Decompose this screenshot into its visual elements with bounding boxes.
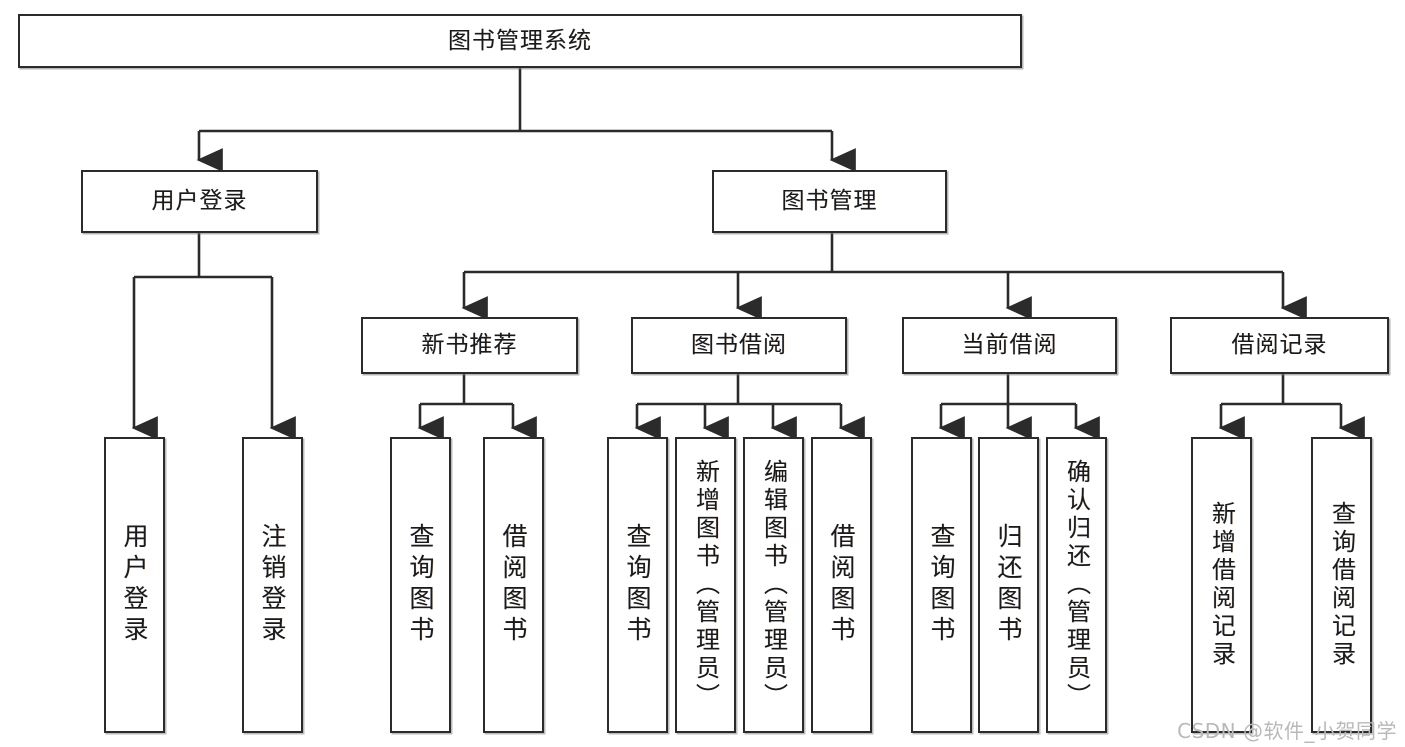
leaf-book-borrow-4-label: 借阅图书 <box>827 523 856 647</box>
node-current-borrow-label: 当前借阅 <box>961 332 1058 359</box>
leaf-current-borrow-2[interactable]: 归还图书 <box>978 437 1039 733</box>
node-user-login[interactable]: 用户登录 <box>81 170 318 233</box>
leaf-new-book-2-label: 借阅图书 <box>499 523 528 647</box>
watermark: CSDN @软件_小贺同学 <box>1177 719 1397 743</box>
node-book-management-label: 图书管理 <box>781 188 878 215</box>
leaf-user-login-2-label: 注销登录 <box>258 523 287 647</box>
leaf-book-borrow-3[interactable]: 编辑图书（管理员） <box>743 437 804 733</box>
leaf-book-borrow-2-label: 新增图书（管理员） <box>691 459 720 711</box>
leaf-borrow-record-2-label: 查询借阅记录 <box>1327 501 1356 669</box>
leaf-book-borrow-1[interactable]: 查询图书 <box>607 437 668 733</box>
leaf-current-borrow-3-label: 确认归还（管理员） <box>1062 459 1091 711</box>
node-borrow-record[interactable]: 借阅记录 <box>1170 317 1389 374</box>
node-book-management[interactable]: 图书管理 <box>712 170 947 233</box>
node-new-book-recommend[interactable]: 新书推荐 <box>361 317 578 374</box>
leaf-current-borrow-3[interactable]: 确认归还（管理员） <box>1046 437 1107 733</box>
leaf-book-borrow-3-label: 编辑图书（管理员） <box>759 459 788 711</box>
node-new-book-recommend-label: 新书推荐 <box>421 332 518 359</box>
node-current-borrow[interactable]: 当前借阅 <box>902 317 1117 374</box>
leaf-new-book-1[interactable]: 查询图书 <box>390 437 451 733</box>
node-book-borrow[interactable]: 图书借阅 <box>631 317 847 374</box>
leaf-current-borrow-1-label: 查询图书 <box>927 523 956 647</box>
node-borrow-record-label: 借阅记录 <box>1231 332 1328 359</box>
leaf-book-borrow-4[interactable]: 借阅图书 <box>811 437 872 733</box>
leaf-new-book-2[interactable]: 借阅图书 <box>483 437 544 733</box>
leaf-new-book-1-label: 查询图书 <box>406 523 435 647</box>
leaf-borrow-record-1[interactable]: 新增借阅记录 <box>1191 437 1252 733</box>
leaf-user-login-1[interactable]: 用户登录 <box>104 437 165 733</box>
leaf-current-borrow-1[interactable]: 查询图书 <box>911 437 972 733</box>
leaf-book-borrow-1-label: 查询图书 <box>623 523 652 647</box>
leaf-user-login-2[interactable]: 注销登录 <box>242 437 303 733</box>
node-book-borrow-label: 图书借阅 <box>691 332 787 359</box>
node-root-label: 图书管理系统 <box>448 27 592 54</box>
leaf-borrow-record-2[interactable]: 查询借阅记录 <box>1311 437 1372 733</box>
leaf-user-login-1-label: 用户登录 <box>120 523 149 647</box>
node-root[interactable]: 图书管理系统 <box>18 14 1022 68</box>
leaf-borrow-record-1-label: 新增借阅记录 <box>1207 501 1236 669</box>
node-user-login-label: 用户登录 <box>151 188 248 215</box>
leaf-book-borrow-2[interactable]: 新增图书（管理员） <box>675 437 736 733</box>
leaf-current-borrow-2-label: 归还图书 <box>994 523 1023 647</box>
